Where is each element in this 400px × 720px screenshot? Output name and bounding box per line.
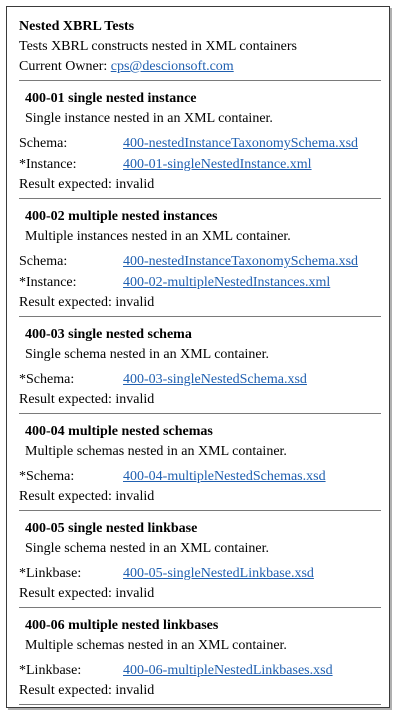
file-link[interactable]: 400-04-multipleNestedSchemas.xsd bbox=[123, 469, 326, 484]
page-description: Tests XBRL constructs nested in XML cont… bbox=[19, 39, 297, 54]
file-row: *Linkbase: 400-06-multipleNestedLinkbase… bbox=[19, 660, 381, 681]
page-title: Nested XBRL Tests bbox=[19, 19, 135, 34]
result-label: Result expected: bbox=[19, 392, 112, 407]
file-link[interactable]: 400-nestedInstanceTaxonomySchema.xsd bbox=[123, 136, 359, 151]
test-description: Single schema nested in an XML container… bbox=[25, 347, 270, 362]
test-block-400-02: 400-02 multiple nested instances Multipl… bbox=[19, 199, 381, 313]
file-label: Schema: bbox=[19, 254, 68, 269]
test-title: 400-04 multiple nested schemas bbox=[25, 424, 213, 439]
file-label: *Schema: bbox=[19, 469, 75, 484]
section-divider bbox=[19, 80, 381, 81]
section-divider bbox=[19, 198, 381, 199]
result-line: Result expected: invalid bbox=[19, 390, 381, 410]
test-title: 400-02 multiple nested instances bbox=[25, 209, 218, 224]
document-frame: Nested XBRL Tests Tests XBRL constructs … bbox=[6, 6, 390, 708]
owner-line: Current Owner: cps@descionsoft.com bbox=[19, 57, 381, 77]
file-row: *Schema: 400-03-singleNestedSchema.xsd bbox=[19, 369, 381, 390]
section-divider bbox=[19, 316, 381, 317]
owner-email-link[interactable]: cps@descionsoft.com bbox=[110, 59, 234, 74]
result-line: Result expected: invalid bbox=[19, 293, 381, 313]
test-title: 400-05 single nested linkbase bbox=[25, 521, 198, 536]
file-label: *Linkbase: bbox=[19, 566, 82, 581]
test-block-400-03: 400-03 single nested schema Single schem… bbox=[19, 317, 381, 410]
file-row: Schema: 400-nestedInstanceTaxonomySchema… bbox=[19, 133, 381, 154]
result-label: Result expected: bbox=[19, 177, 112, 192]
result-line: Result expected: invalid bbox=[19, 584, 381, 604]
result-value: invalid bbox=[115, 392, 155, 407]
result-label: Result expected: bbox=[19, 586, 112, 601]
file-row: Schema: 400-nestedInstanceTaxonomySchema… bbox=[19, 251, 381, 272]
result-value: invalid bbox=[115, 177, 155, 192]
file-link[interactable]: 400-06-multipleNestedLinkbases.xsd bbox=[123, 663, 333, 678]
owner-label: Current Owner: bbox=[19, 59, 108, 74]
file-row: *Instance: 400-01-singleNestedInstance.x… bbox=[19, 154, 381, 175]
section-divider bbox=[19, 704, 381, 705]
test-block-400-05: 400-05 single nested linkbase Single sch… bbox=[19, 511, 381, 604]
result-value: invalid bbox=[115, 295, 155, 310]
result-line: Result expected: invalid bbox=[19, 175, 381, 195]
file-link[interactable]: 400-05-singleNestedLinkbase.xsd bbox=[123, 566, 314, 581]
file-row: *Instance: 400-02-multipleNestedInstance… bbox=[19, 272, 381, 293]
test-description: Single schema nested in an XML container… bbox=[25, 541, 270, 556]
file-link[interactable]: 400-03-singleNestedSchema.xsd bbox=[123, 372, 307, 387]
file-link[interactable]: 400-01-singleNestedInstance.xml bbox=[123, 157, 312, 172]
test-description: Multiple schemas nested in an XML contai… bbox=[25, 638, 287, 653]
result-line: Result expected: invalid bbox=[19, 487, 381, 507]
result-line: Result expected: invalid bbox=[19, 681, 381, 701]
result-value: invalid bbox=[115, 683, 155, 698]
test-block-400-01: 400-01 single nested instance Single ins… bbox=[19, 81, 381, 195]
test-title: 400-01 single nested instance bbox=[25, 91, 197, 106]
test-description: Multiple instances nested in an XML cont… bbox=[25, 229, 291, 244]
section-divider bbox=[19, 413, 381, 414]
test-title: 400-06 multiple nested linkbases bbox=[25, 618, 219, 633]
file-label: Schema: bbox=[19, 136, 68, 151]
file-row: *Linkbase: 400-05-singleNestedLinkbase.x… bbox=[19, 563, 381, 584]
result-label: Result expected: bbox=[19, 489, 112, 504]
file-label: *Instance: bbox=[19, 275, 77, 290]
test-title: 400-03 single nested schema bbox=[25, 327, 192, 342]
file-link[interactable]: 400-02-multipleNestedInstances.xml bbox=[123, 275, 331, 290]
section-divider bbox=[19, 510, 381, 511]
file-row: *Schema: 400-04-multipleNestedSchemas.xs… bbox=[19, 466, 381, 487]
result-value: invalid bbox=[115, 586, 155, 601]
result-label: Result expected: bbox=[19, 295, 112, 310]
file-label: *Linkbase: bbox=[19, 663, 82, 678]
header-section: Nested XBRL Tests Tests XBRL constructs … bbox=[19, 17, 381, 77]
test-block-400-04: 400-04 multiple nested schemas Multiple … bbox=[19, 414, 381, 507]
section-divider bbox=[19, 607, 381, 608]
file-label: *Instance: bbox=[19, 157, 77, 172]
file-link[interactable]: 400-nestedInstanceTaxonomySchema.xsd bbox=[123, 254, 359, 269]
test-description: Multiple schemas nested in an XML contai… bbox=[25, 444, 287, 459]
test-description: Single instance nested in an XML contain… bbox=[25, 111, 273, 126]
test-block-400-06: 400-06 multiple nested linkbases Multipl… bbox=[19, 608, 381, 701]
file-label: *Schema: bbox=[19, 372, 75, 387]
result-value: invalid bbox=[115, 489, 155, 504]
result-label: Result expected: bbox=[19, 683, 112, 698]
